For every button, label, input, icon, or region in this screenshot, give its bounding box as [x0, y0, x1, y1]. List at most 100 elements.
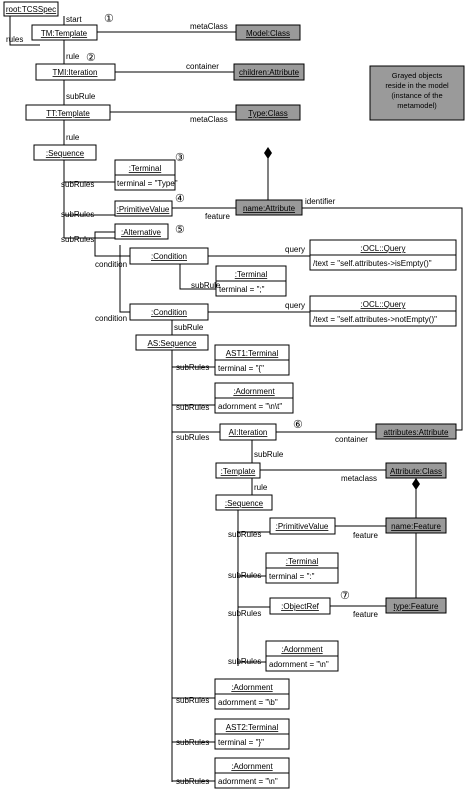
- object-primval-2[interactable]: :PrimitiveValue: [269, 517, 336, 535]
- object-attribute-class[interactable]: Attribute:Class: [385, 462, 447, 479]
- object-adornment-2[interactable]: :Adornment adornment = "\n": [265, 640, 339, 672]
- object-tm[interactable]: TM:Template: [31, 24, 98, 41]
- edge-alt-cond2: [119, 245, 130, 313]
- object-tmi-label: TMI:Iteration: [53, 68, 98, 77]
- object-sequence-1-label: :Sequence: [46, 149, 85, 158]
- object-template-2-label: :Template: [221, 467, 256, 476]
- object-adornment-4[interactable]: :Adornment adornment = "\n": [214, 757, 290, 789]
- object-type-class[interactable]: Type:Class: [235, 104, 301, 121]
- object-adornment-1-label: :Adornment: [233, 387, 275, 396]
- object-ast1-attr: terminal = "{": [218, 364, 264, 373]
- object-type-feature-label: type:Feature: [394, 602, 439, 611]
- object-name-attr-label: name:Attribute: [243, 204, 296, 213]
- edge-rules: [9, 16, 40, 46]
- label-subrules-11: subRules: [176, 696, 209, 705]
- object-tt-label: TT:Template: [46, 109, 90, 118]
- label-rule-3: rule: [254, 483, 268, 492]
- label-subrules-3: subRules: [61, 235, 94, 244]
- object-attributes-attr[interactable]: attributes:Attribute: [375, 423, 457, 440]
- object-primval-1[interactable]: :PrimitiveValue: [114, 200, 173, 217]
- label-feature-1: feature: [205, 212, 230, 221]
- object-model-class[interactable]: Model:Class: [235, 24, 301, 41]
- object-alternative[interactable]: :Alternative: [114, 223, 169, 240]
- object-name-attr[interactable]: name:Attribute: [235, 199, 303, 216]
- label-subrule-4: subRule: [254, 450, 284, 459]
- object-type-feature[interactable]: type:Feature: [385, 597, 447, 614]
- object-name-feature[interactable]: name:Feature: [385, 517, 447, 534]
- object-children-attr[interactable]: children:Attribute: [233, 63, 305, 81]
- object-as-sequence[interactable]: AS:Sequence: [135, 334, 209, 351]
- label-subrules-13: subRules: [176, 777, 209, 786]
- step-markers: ① ② ③ ④ ⑤ ⑥ ⑦: [86, 12, 350, 602]
- label-feature-3: feature: [353, 610, 378, 619]
- label-rule-1: rule: [66, 52, 80, 61]
- object-terminal-3-label: :Terminal: [286, 557, 319, 566]
- object-adornment-4-label: :Adornment: [231, 762, 273, 771]
- note-line-4: metamodel): [397, 101, 437, 110]
- object-condition-1[interactable]: :Condition: [129, 247, 209, 265]
- object-ast1[interactable]: AST1:Terminal terminal = "{": [214, 344, 290, 376]
- object-terminal-2-label: :Terminal: [235, 270, 268, 279]
- object-terminal-3[interactable]: :Terminal terminal = ":": [265, 552, 339, 584]
- label-start: start: [66, 15, 82, 24]
- object-sequence-2[interactable]: :Sequence: [215, 494, 273, 511]
- edge-labels: start rules metaClass rule container sub…: [6, 15, 378, 786]
- label-feature-2: feature: [353, 531, 378, 540]
- object-adornment-1-attr: adornment = "\n\t": [218, 402, 282, 411]
- object-tt[interactable]: TT:Template: [25, 104, 111, 121]
- object-template-2[interactable]: :Template: [215, 462, 261, 479]
- object-adornment-1[interactable]: :Adornment adornment = "\n\t": [214, 382, 294, 414]
- object-terminal-1[interactable]: :Terminal terminal = "Type": [114, 159, 178, 191]
- label-subrules-7: subRules: [228, 530, 261, 539]
- label-condition-1: condition: [95, 260, 127, 269]
- label-rule-2: rule: [66, 133, 80, 142]
- object-primval-2-label: :PrimitiveValue: [276, 522, 329, 531]
- label-subrules-1: subRules: [61, 180, 94, 189]
- marker-6: ⑥: [293, 418, 303, 431]
- object-terminal-2[interactable]: :Terminal terminal = ";": [215, 265, 287, 297]
- object-condition-2-label: :Condition: [151, 308, 187, 317]
- legend-note: Grayed objects reside in the model (inst…: [369, 65, 465, 121]
- object-adornment-2-label: :Adornment: [281, 645, 323, 654]
- object-ai-iteration[interactable]: AI:Iteration: [219, 423, 277, 441]
- object-ast2[interactable]: AST2:Terminal terminal = "}": [214, 718, 290, 750]
- label-subrules-8: subRules: [228, 571, 261, 580]
- object-adornment-3-label: :Adornment: [231, 683, 273, 692]
- marker-3: ③: [175, 151, 185, 164]
- label-query-1: query: [285, 245, 305, 254]
- object-tm-label: TM:Template: [41, 29, 88, 38]
- object-adornment-3-attr: adornment = "\b": [218, 698, 278, 707]
- object-ocl-query-1-attr: /text = "self.attributes->isEmpty()": [313, 259, 432, 268]
- connectors: [9, 16, 463, 782]
- object-ast1-label: AST1:Terminal: [226, 349, 279, 358]
- object-terminal-2-attr: terminal = ";": [219, 285, 265, 294]
- label-subrules-4: subRules: [176, 363, 209, 372]
- object-adornment-2-attr: adornment = "\n": [269, 660, 329, 669]
- label-rules: rules: [6, 35, 23, 44]
- label-subrules-5: subRules: [176, 403, 209, 412]
- object-terminal-1-attr: terminal = "Type": [117, 179, 178, 188]
- object-ocl-query-2[interactable]: :OCL::Query /text = "self.attributes->no…: [309, 295, 457, 327]
- object-ocl-query-1[interactable]: :OCL::Query /text = "self.attributes->is…: [309, 239, 457, 271]
- object-sequence-1[interactable]: :Sequence: [33, 144, 97, 161]
- label-subrules-9: subRules: [228, 609, 261, 618]
- object-model-class-label: Model:Class: [246, 29, 290, 38]
- object-condition-2[interactable]: :Condition: [129, 303, 209, 321]
- label-subrules-10: subRules: [228, 657, 261, 666]
- object-root[interactable]: root:TCSSpec: [3, 1, 59, 17]
- label-subrules-2: subRules: [61, 210, 94, 219]
- object-alternative-label: :Alternative: [121, 228, 162, 237]
- object-adornment-3[interactable]: :Adornment adornment = "\b": [214, 678, 290, 710]
- marker-7: ⑦: [340, 589, 350, 602]
- composition-diamond-icon: [412, 478, 420, 490]
- marker-5: ⑤: [175, 223, 185, 236]
- object-as-sequence-label: AS:Sequence: [148, 339, 197, 348]
- composition-diamond-icon: [264, 147, 272, 159]
- note-line-3: (instance of the: [391, 91, 442, 100]
- object-ocl-query-2-attr: /text = "self.attributes->notEmpty()": [313, 315, 437, 324]
- object-root-label: root:TCSSpec: [6, 5, 56, 14]
- object-ast2-attr: terminal = "}": [218, 738, 264, 747]
- object-tmi[interactable]: TMI:Iteration: [35, 63, 116, 81]
- object-objectref[interactable]: :ObjectRef: [269, 597, 331, 615]
